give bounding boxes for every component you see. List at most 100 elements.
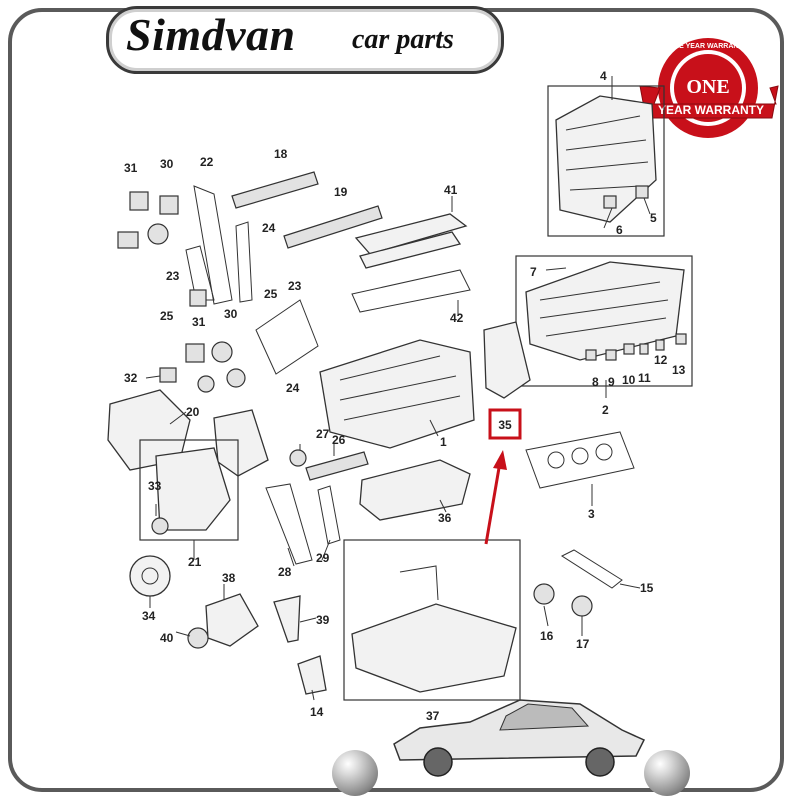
callout-30b: 30	[224, 307, 238, 321]
callout-26: 26	[332, 433, 346, 447]
callout-42: 42	[450, 311, 464, 325]
head-gasket-3	[525, 431, 635, 489]
badge-line1: ONE	[686, 76, 729, 98]
highlight-35: 35	[484, 408, 522, 545]
part-32	[159, 367, 177, 383]
callout-18: 18	[274, 147, 288, 161]
highlight-label: 35	[498, 418, 512, 432]
callout-41: 41	[444, 183, 458, 197]
badge-ribbon	[639, 85, 779, 119]
callout-13: 13	[672, 363, 686, 377]
gasket-42	[351, 269, 471, 313]
guide-23a	[185, 245, 215, 301]
engine-block	[319, 339, 475, 449]
callout-7: 7	[530, 265, 537, 279]
callout-4: 4	[600, 69, 607, 83]
leader-lines	[145, 76, 651, 701]
valve-cover-detail	[565, 115, 649, 191]
part-17	[571, 595, 593, 617]
part-14	[297, 655, 327, 695]
callout-28: 28	[278, 565, 292, 579]
callout-33: 33	[148, 479, 162, 493]
part-27	[289, 449, 307, 467]
pickup-39	[273, 595, 301, 643]
group-box-37	[343, 539, 521, 701]
cover-41-lower	[359, 231, 462, 269]
car-window	[499, 703, 590, 731]
callout-11: 11	[638, 371, 651, 385]
callout-30a: 30	[160, 157, 174, 171]
part-9	[605, 349, 617, 361]
callout-23a: 23	[166, 269, 180, 283]
callout-37: 37	[426, 709, 440, 723]
callout-32: 32	[124, 371, 138, 385]
tensioner-16	[533, 583, 555, 605]
callout-34: 34	[142, 609, 156, 623]
seal-33	[151, 517, 169, 535]
callout-5: 5	[650, 211, 657, 225]
part-30b-low	[226, 368, 246, 388]
highlight-box	[488, 408, 522, 440]
camshaft-18	[231, 171, 319, 209]
part-31a	[129, 191, 149, 211]
brand-banner	[106, 6, 504, 74]
chain-25-24	[255, 299, 319, 375]
camshaft-19	[283, 205, 383, 249]
callout-24b: 24	[286, 381, 300, 395]
gear-40	[187, 627, 209, 649]
part-30a	[159, 195, 179, 215]
callout-21: 21	[188, 555, 202, 569]
group-box-cylinder-head	[515, 255, 693, 387]
part-31a-low	[117, 231, 139, 249]
head-gasket-hole-1	[547, 451, 565, 469]
callout-24a: 24	[262, 221, 276, 235]
part-30b	[211, 341, 233, 363]
callout-8: 8	[592, 375, 599, 389]
callout-10: 10	[622, 373, 636, 387]
decorative-sphere-left	[332, 750, 378, 796]
highlight-arrow-head	[493, 450, 507, 470]
callout-31a: 31	[124, 161, 138, 175]
rear-cover-35	[483, 321, 531, 399]
group-box-21	[139, 439, 239, 541]
callout-16: 16	[540, 629, 554, 643]
brand-name: Simdvan	[126, 9, 296, 60]
car-body	[393, 699, 646, 761]
car-wheel-rear	[585, 747, 615, 777]
callout-36: 36	[438, 511, 452, 525]
car-wheel-front	[423, 747, 453, 777]
callout-38: 38	[222, 571, 236, 585]
belt-28	[265, 483, 313, 565]
cover-41	[354, 213, 468, 255]
part-6	[603, 195, 617, 209]
pulley-34	[129, 555, 171, 597]
brand-tagline: car parts	[352, 24, 454, 55]
part-31b-low	[197, 375, 215, 393]
head-gasket-hole-2	[571, 447, 589, 465]
group-box-valve-cover	[547, 85, 665, 237]
callout-25a: 25	[160, 309, 174, 323]
callout-29: 29	[316, 551, 330, 565]
cylinder-head-detail	[539, 281, 669, 337]
callout-2: 2	[602, 403, 609, 417]
front-cover-20b	[213, 409, 269, 477]
callout-39: 39	[316, 613, 330, 627]
part-5	[635, 185, 649, 199]
shaft-26	[305, 451, 369, 481]
car-silhouette	[393, 699, 646, 777]
oil-pan-37	[351, 603, 517, 693]
part-8	[585, 349, 597, 361]
decorative-sphere-right	[644, 750, 690, 796]
part-10	[623, 343, 635, 355]
callout-17: 17	[576, 637, 590, 651]
oil-pump-38	[205, 593, 259, 647]
callout-1: 1	[440, 435, 447, 449]
engine-block-detail	[339, 355, 461, 421]
callout-6: 6	[616, 223, 623, 237]
badge-line2: YEAR WARRANTY	[658, 103, 764, 117]
callout-25b: 25	[264, 287, 278, 301]
callout-14: 14	[310, 705, 324, 719]
callout-20: 20	[186, 405, 200, 419]
guide-24a	[235, 221, 253, 303]
